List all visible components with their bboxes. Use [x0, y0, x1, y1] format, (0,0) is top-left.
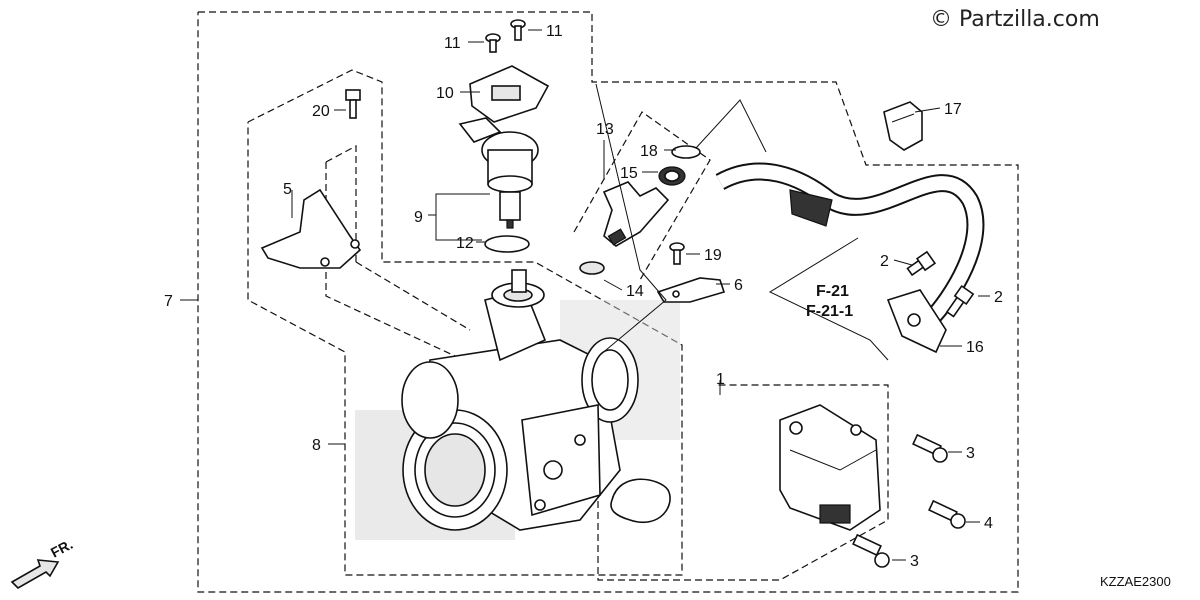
callout-3b: 3: [910, 553, 919, 570]
callout-13: 13: [596, 121, 614, 138]
injector-outline-13: [573, 111, 711, 281]
bolt-20[interactable]: [345, 89, 361, 119]
callout-14: 14: [626, 283, 644, 300]
seal-15[interactable]: [658, 166, 686, 186]
callout-2b: 2: [994, 289, 1003, 306]
callout-11a: 11: [444, 35, 461, 52]
callout-7: 7: [164, 293, 173, 310]
screw-4[interactable]: [928, 499, 966, 529]
callout-11b: 11: [546, 23, 563, 40]
bracket-5[interactable]: [260, 188, 362, 269]
callout-15: 15: [620, 165, 638, 182]
bolt-2-upper[interactable]: [906, 250, 937, 277]
callout-18: 18: [640, 143, 658, 160]
callout-8: 8: [312, 437, 321, 454]
throttle-body[interactable]: [355, 269, 680, 540]
plate-6[interactable]: [656, 277, 726, 303]
callout-2a: 2: [880, 253, 889, 270]
sensor-unit-1[interactable]: [779, 404, 881, 531]
front-direction-arrow-icon: [10, 559, 60, 589]
leader-lines: [180, 29, 990, 561]
sensor-9[interactable]: [458, 117, 539, 229]
diagram-code: KZZAE2300: [1100, 574, 1171, 589]
sensor-outline-1: [597, 384, 889, 581]
callout-6: 6: [734, 277, 743, 294]
o-ring-18[interactable]: [671, 145, 701, 159]
bolt-2-lower[interactable]: [945, 284, 975, 318]
callout-1: 1: [716, 371, 725, 388]
injector-13[interactable]: [602, 181, 670, 247]
callout-9: 9: [414, 209, 423, 226]
screw-11-left[interactable]: [485, 33, 501, 53]
o-ring-12[interactable]: [484, 235, 530, 253]
screw-3-lower[interactable]: [852, 533, 890, 568]
plate-10[interactable]: [469, 65, 550, 123]
ref-f21[interactable]: F-21: [816, 283, 849, 300]
screw-11-right[interactable]: [510, 19, 526, 41]
callout-10: 10: [436, 85, 454, 102]
callout-20: 20: [312, 103, 330, 120]
callout-12: 12: [456, 235, 474, 252]
callout-16: 16: [966, 339, 984, 356]
front-marker: FR.: [48, 536, 75, 561]
fuel-hose-16[interactable]: [715, 162, 985, 354]
callout-3a: 3: [966, 445, 975, 462]
throttle-body-outline-8: [247, 69, 683, 576]
seal-sensor[interactable]: [610, 478, 671, 523]
assembly-outline-7: [197, 11, 1019, 593]
callout-19: 19: [704, 247, 722, 264]
watermark: © Partzilla.com: [930, 7, 1100, 32]
callout-17: 17: [944, 101, 962, 118]
callout-4: 4: [984, 515, 993, 532]
callout-5: 5: [283, 181, 292, 198]
washer-14[interactable]: [579, 261, 605, 275]
clip-17[interactable]: [883, 101, 923, 151]
bolt-19[interactable]: [669, 242, 685, 265]
ref-f21-1[interactable]: F-21-1: [806, 303, 853, 320]
screw-3-upper[interactable]: [912, 433, 948, 463]
